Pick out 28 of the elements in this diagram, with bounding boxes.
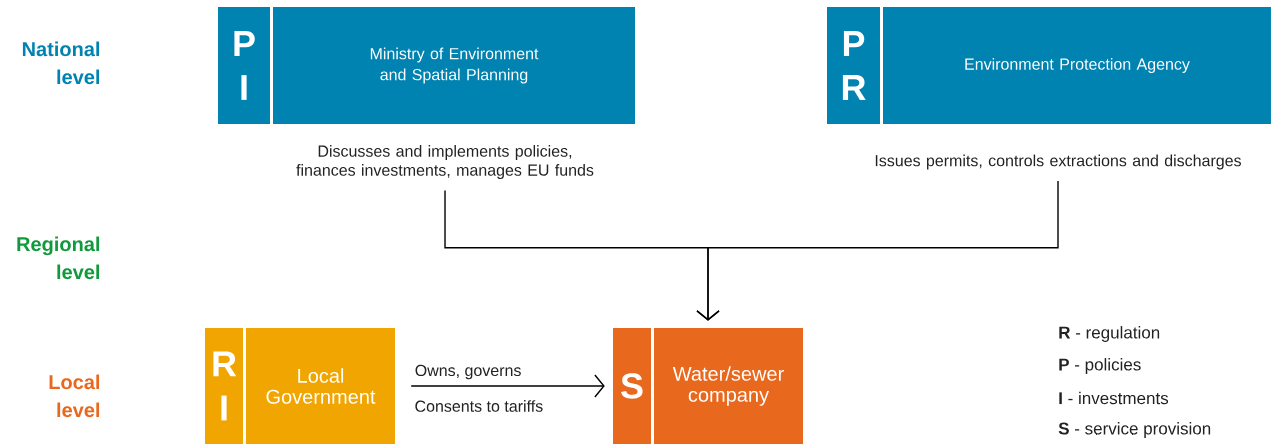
organisation-box xyxy=(205,328,395,444)
role-letter: I xyxy=(241,75,247,100)
description-text: Issues permits, controls extractions and discharges xyxy=(875,154,1241,170)
organisation-box xyxy=(218,7,635,124)
key-entry: R - regulation xyxy=(1059,326,1160,342)
key-entry: S - service provision xyxy=(1058,422,1211,438)
box-title: Environment Protection Agency xyxy=(965,58,1190,73)
key-entry: P - policies xyxy=(1059,358,1141,374)
description-text: Discusses and implements policies, finances investments, manages EU funds xyxy=(296,145,594,179)
key-entry: I - investments xyxy=(1059,391,1169,405)
role-letter: S xyxy=(621,373,643,399)
role-letter: P xyxy=(234,31,255,56)
box-title: Water/sewer company xyxy=(672,366,784,406)
role-letter: R xyxy=(213,351,237,377)
annotation-text: Consents to tariffs xyxy=(415,400,543,412)
box-title: Ministry of Environment and Spatial Planning xyxy=(370,47,539,84)
role-letter: R xyxy=(842,75,866,100)
organisation-box xyxy=(613,328,803,444)
edge-label: Owns, governs xyxy=(415,364,521,380)
role-letter: P xyxy=(843,31,865,56)
arrow xyxy=(696,180,1059,321)
box-title: Local Government xyxy=(266,368,376,404)
level-label: Regional level xyxy=(17,236,100,280)
arrow xyxy=(410,374,605,398)
level-label: National level xyxy=(22,41,100,85)
role-letter: I xyxy=(221,395,227,421)
level-label: Local level xyxy=(49,374,100,418)
organisation-box xyxy=(827,7,1271,124)
